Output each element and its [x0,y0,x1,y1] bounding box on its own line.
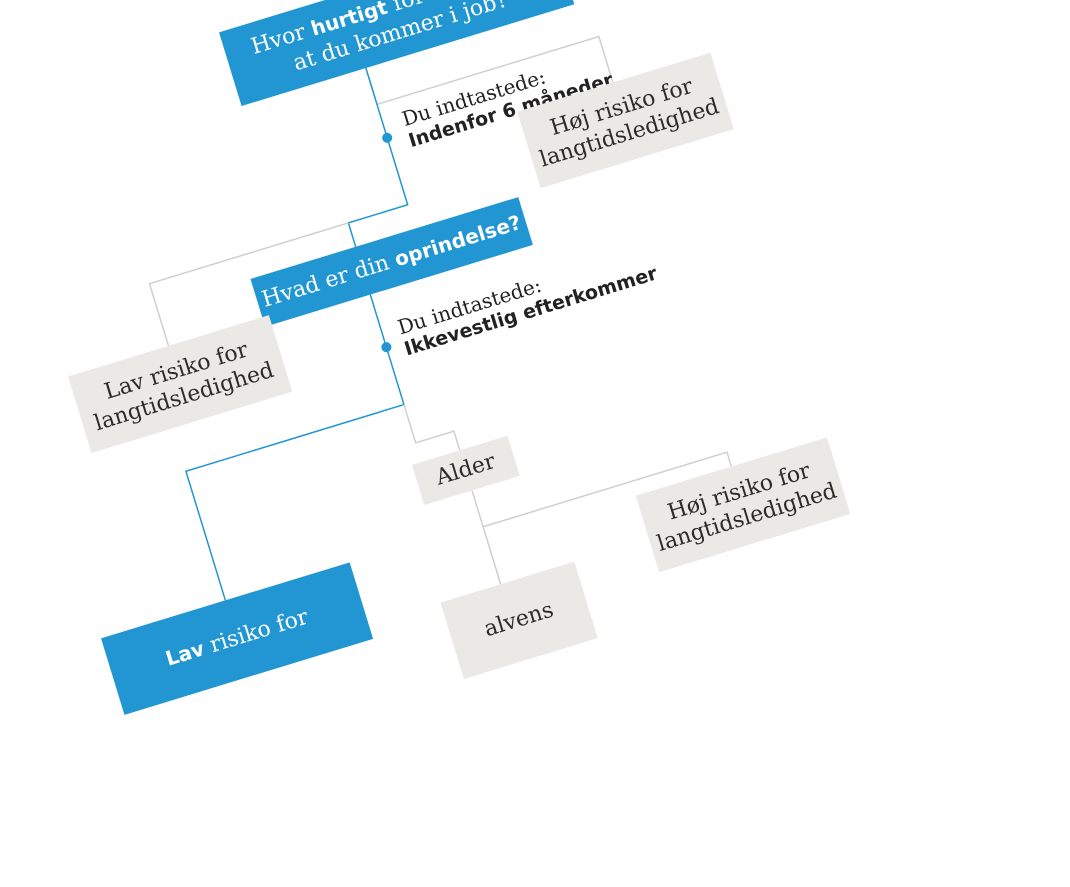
connector-a2-n3 [403,404,461,451]
o5-line1: risiko for [206,604,312,659]
connector-q2-o2 [148,222,349,347]
connector-n3-o4 [482,526,502,585]
connector-a2-o5 [184,403,405,601]
connector-q1-a1 [365,67,378,105]
connector-n3-o3 [471,451,733,528]
decision-tree: Hvor hurtigt forventer du, at du kommer … [68,0,851,715]
connector-a1-q2 [347,104,409,248]
o4-line1: alvens [481,597,557,643]
o5-bold: Lav [162,636,208,671]
